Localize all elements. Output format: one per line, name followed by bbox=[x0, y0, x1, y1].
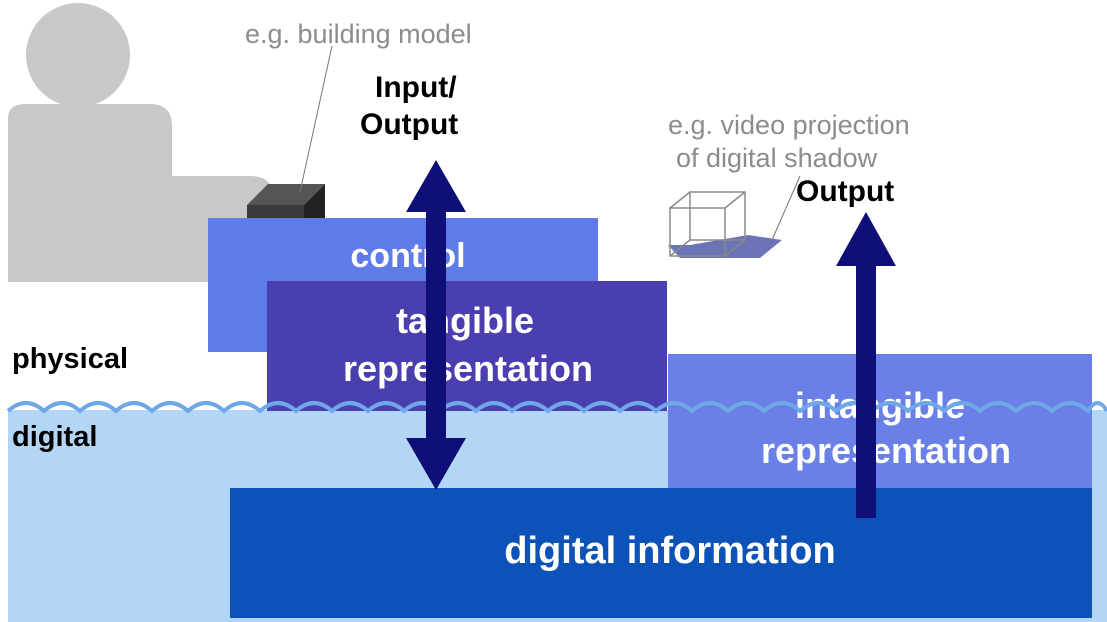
video-projection-example-label-line2: of digital shadow bbox=[676, 143, 878, 173]
input-output-label-line1: Input/ bbox=[375, 71, 457, 104]
video-projection-example-label-line1: e.g. video projection bbox=[668, 110, 910, 140]
output-arrow bbox=[836, 212, 896, 518]
intangible-label-line2: representation bbox=[761, 430, 1011, 471]
tangible-representation-box bbox=[267, 281, 667, 411]
output-label: Output bbox=[796, 175, 894, 208]
building-model-leader-line bbox=[299, 45, 333, 193]
digital-information-label: digital information bbox=[504, 530, 835, 572]
digital-layer-label: digital bbox=[12, 421, 97, 453]
tangible-label-line1: tangible bbox=[396, 300, 534, 341]
building-model-example-label: e.g. building model bbox=[245, 19, 472, 49]
projection-wireframe-cube-icon bbox=[668, 191, 782, 258]
input-output-double-arrow bbox=[406, 160, 466, 490]
digital-information-box bbox=[230, 488, 1092, 618]
tangible-label-line2: representation bbox=[343, 348, 593, 389]
input-output-label-line2: Output bbox=[360, 108, 458, 141]
intangible-representation-box bbox=[668, 354, 1092, 488]
control-label: control bbox=[350, 237, 465, 275]
physical-layer-label: physical bbox=[12, 343, 128, 375]
person-silhouette bbox=[8, 3, 272, 282]
physical-digital-wave-line bbox=[6, 401, 1107, 415]
video-projection-leader-line bbox=[771, 175, 801, 241]
